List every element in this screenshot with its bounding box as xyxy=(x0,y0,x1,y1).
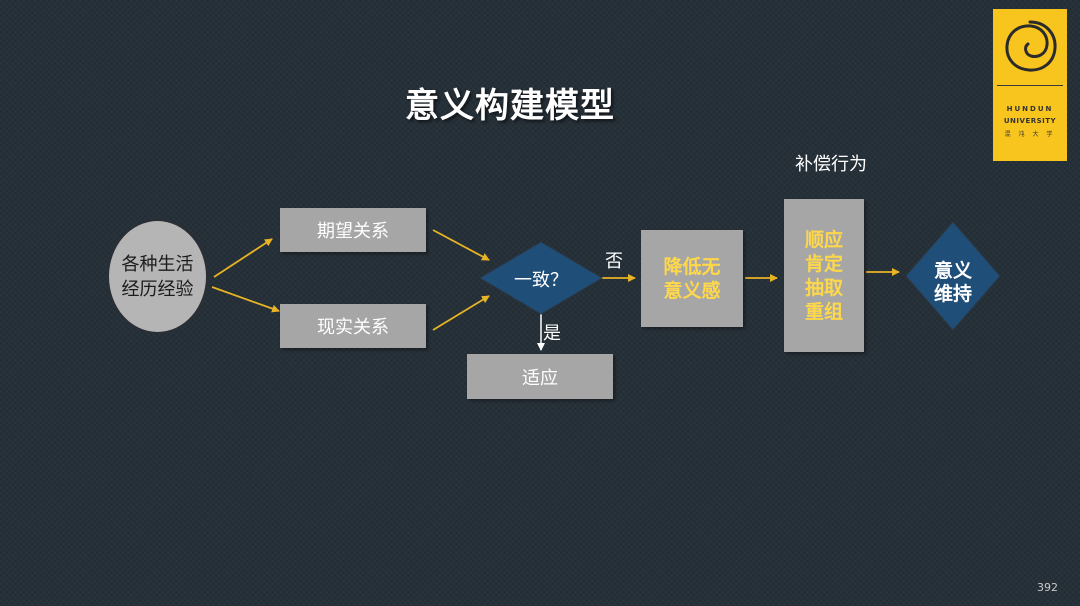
decision-diamond xyxy=(479,241,603,315)
node-maintain-meaning: 意义 维持 xyxy=(913,260,993,306)
node-reduce-meaninglessness: 降低无 意义感 xyxy=(641,230,743,327)
logo-circle-icon xyxy=(1005,20,1057,72)
node-adapt: 适应 xyxy=(467,354,613,399)
node-reality-relation: 现实关系 xyxy=(280,304,426,348)
node-reduce-line1: 降低无 xyxy=(663,255,721,278)
logo-divider xyxy=(997,85,1063,86)
edge-label-yes: 是 xyxy=(543,323,561,344)
node-expected-relation: 期望关系 xyxy=(280,208,426,252)
node-decision-label: 一致？ xyxy=(514,270,568,291)
arrow-expected-to-decision xyxy=(432,229,490,261)
compensation-title: 补偿行为 xyxy=(795,154,867,175)
page-title: 意义构建模型 xyxy=(405,86,615,126)
node-life-experience-line2: 经历经验 xyxy=(121,278,194,300)
node-maintain-line1: 意义 xyxy=(933,260,972,282)
node-compensate-line4: 重组 xyxy=(804,300,843,323)
node-life-experience-line1: 各种生活 xyxy=(121,253,194,275)
node-reduce-line2: 意义感 xyxy=(663,279,721,302)
node-life-experience: 各种生活 经历经验 xyxy=(107,219,208,334)
arrow-reality-to-decision xyxy=(432,295,490,331)
arrow-start-to-reality xyxy=(211,286,280,313)
arrow-start-to-expected xyxy=(213,238,273,278)
hundun-university-logo: HUNDUN UNIVERSITY 混 沌 大 学 xyxy=(993,9,1067,161)
node-compensate-line1: 顺应 xyxy=(804,228,843,251)
logo-text-chinese: 混 沌 大 学 xyxy=(1004,131,1056,138)
node-compensation-behavior: 顺应 肯定 抽取 重组 xyxy=(784,199,864,352)
logo-text-university: UNIVERSITY xyxy=(1003,117,1057,125)
page-number: 392 xyxy=(1037,581,1058,594)
node-compensate-line3: 抽取 xyxy=(804,276,843,299)
node-compensate-line2: 肯定 xyxy=(804,252,843,275)
logo-text-hundun: HUNDUN xyxy=(1006,105,1054,113)
node-maintain-line2: 维持 xyxy=(933,283,972,305)
maintain-diamond xyxy=(905,221,1001,331)
edge-label-no: 否 xyxy=(605,251,623,272)
